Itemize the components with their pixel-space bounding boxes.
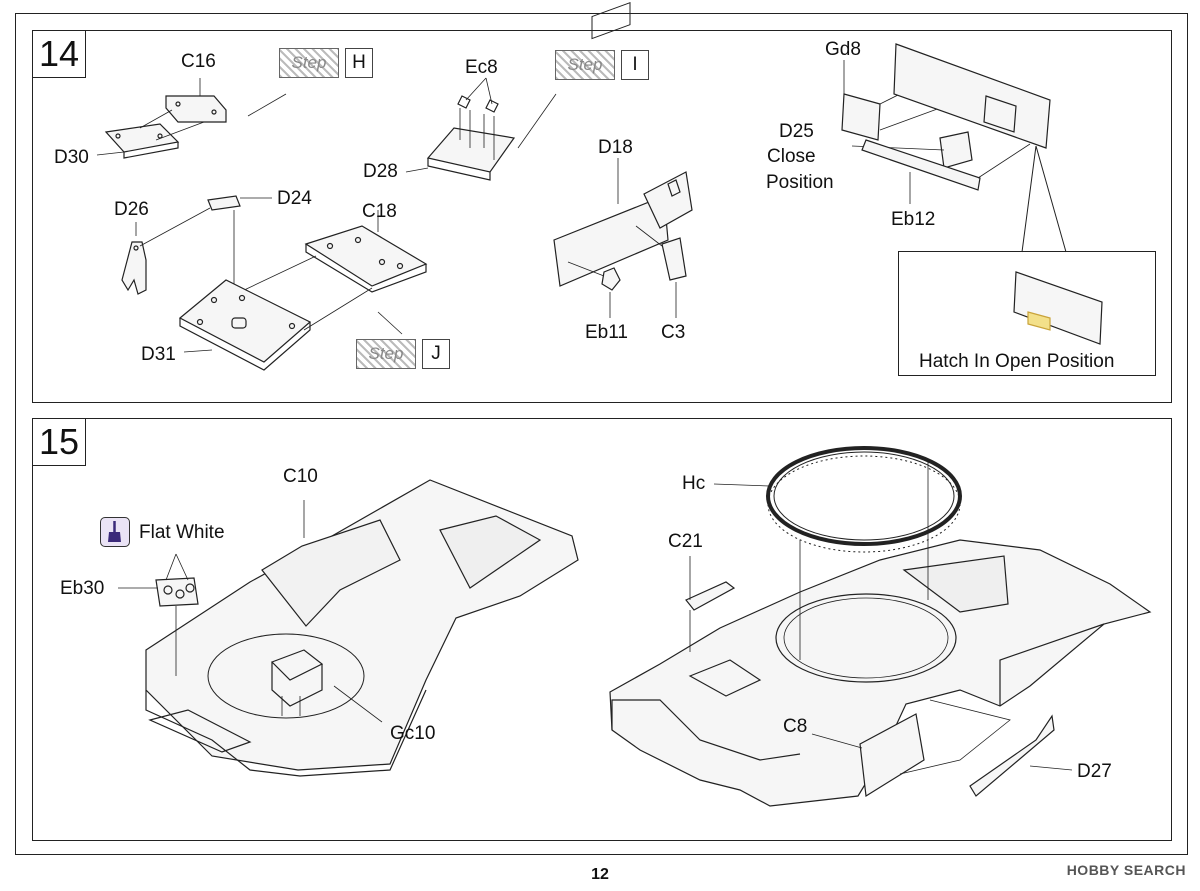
part-d25 [939, 131, 973, 169]
label-close: Close [767, 146, 816, 167]
step-ref-letter: H [345, 48, 373, 78]
step-15-panel: 15 [32, 418, 1172, 841]
step-14-panel: 14 [32, 30, 1172, 403]
hobby-search-watermark: HOBBY SEARCH [1066, 862, 1186, 878]
part-hull-upper [609, 539, 1152, 807]
inset-open-hatch [1013, 271, 1103, 345]
part-d31 [178, 279, 312, 371]
label-eb12: Eb12 [891, 209, 936, 230]
part-eb12 [861, 139, 981, 191]
hatch-open-inset [898, 251, 1156, 376]
step-ref-word: Step [356, 339, 416, 369]
label-flat-white: Flat White [139, 522, 225, 543]
step-ref-word: Step [279, 48, 339, 78]
label-eb11: Eb11 [585, 322, 628, 343]
part-d24 [207, 195, 241, 211]
part-d27 [969, 714, 1055, 797]
label-gd8: Gd8 [825, 39, 861, 60]
label-d27: D27 [1077, 761, 1112, 782]
part-rear-plate [893, 43, 1051, 149]
step-14-number: 14 [33, 31, 86, 78]
part-c10 [145, 479, 579, 777]
step-ref-h: Step H [279, 48, 373, 78]
label-c10: C10 [283, 466, 318, 487]
step-ref-word: Step [555, 50, 615, 80]
label-c16: C16 [181, 51, 216, 72]
label-d31: D31 [141, 344, 176, 365]
label-gc10: Gc10 [390, 723, 436, 744]
label-d28: D28 [363, 161, 398, 182]
step-ref-i: Step I [555, 50, 649, 80]
inset-caption: Hatch In Open Position [919, 351, 1115, 372]
page-number: 12 [591, 866, 609, 883]
label-c18: C18 [362, 201, 397, 222]
label-c21: C21 [668, 531, 703, 552]
part-eb30 [155, 577, 199, 607]
label-d25: D25 [779, 121, 814, 142]
part-d26 [121, 241, 147, 295]
label-d30: D30 [54, 147, 89, 168]
label-d24: D24 [277, 188, 312, 209]
part-hc [766, 446, 962, 553]
step-ref-j: Step J [356, 339, 450, 369]
label-d26: D26 [114, 199, 149, 220]
step-ref-letter: I [621, 50, 649, 80]
part-c8 [859, 713, 925, 798]
part-d18 [553, 2, 693, 287]
part-c3 [661, 237, 687, 281]
label-eb30: Eb30 [60, 578, 105, 599]
step-15-number: 15 [33, 419, 86, 466]
part-c18 [304, 225, 428, 293]
label-position: Position [766, 172, 834, 193]
part-c21 [685, 581, 736, 611]
part-gd8 [841, 93, 881, 141]
part-gc10 [270, 649, 324, 707]
label-c8: C8 [783, 716, 808, 737]
label-ec8: Ec8 [465, 57, 498, 78]
part-eb11 [601, 267, 621, 291]
paint-brush-icon [100, 517, 130, 547]
label-d18: D18 [598, 137, 633, 158]
part-c16 [165, 95, 227, 123]
part-d28 [426, 95, 516, 181]
label-hc: Hc [682, 473, 706, 494]
step-ref-letter: J [422, 339, 450, 369]
label-c3: C3 [661, 322, 686, 343]
